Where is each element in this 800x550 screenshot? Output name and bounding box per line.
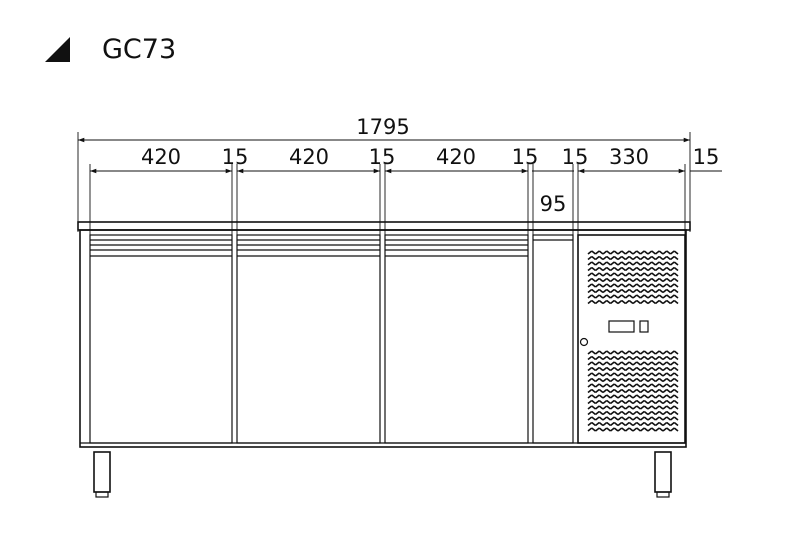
door-3 [384, 234, 529, 444]
dimension-lines [77, 132, 722, 236]
leg-right [654, 451, 672, 498]
vent-grille-top [587, 250, 679, 305]
dim-gap-3: 15 [512, 145, 539, 169]
dim-compressor: 330 [609, 145, 649, 169]
control-button [639, 320, 649, 333]
dim-drawer: 95 [540, 192, 567, 216]
dim-overall: 1795 [356, 115, 409, 139]
drawer-panel [532, 234, 574, 444]
door-2 [236, 234, 381, 444]
lock-icon [579, 337, 589, 347]
cabinet-outline [79, 229, 687, 448]
dim-door-3: 420 [436, 145, 476, 169]
compressor-panel [577, 234, 686, 444]
dim-door-1: 420 [141, 145, 181, 169]
worktop [77, 221, 691, 231]
dimension-labels: 1795 420 15 420 15 420 15 15 330 15 95 [141, 115, 719, 216]
header: GC73 [45, 34, 176, 65]
dim-gap-4: 15 [562, 145, 589, 169]
legs [93, 451, 672, 498]
door-1 [89, 234, 233, 444]
dim-door-2: 420 [289, 145, 329, 169]
dim-gap-2: 15 [369, 145, 396, 169]
model-title: GC73 [102, 34, 176, 65]
leg-left [93, 451, 111, 498]
counter-body [77, 221, 691, 448]
corner-triangle-icon [45, 37, 70, 62]
control-display [608, 320, 635, 333]
vent-grille-bottom [587, 350, 679, 432]
dim-side-gap: 15 [693, 145, 720, 169]
dim-gap-1: 15 [222, 145, 249, 169]
